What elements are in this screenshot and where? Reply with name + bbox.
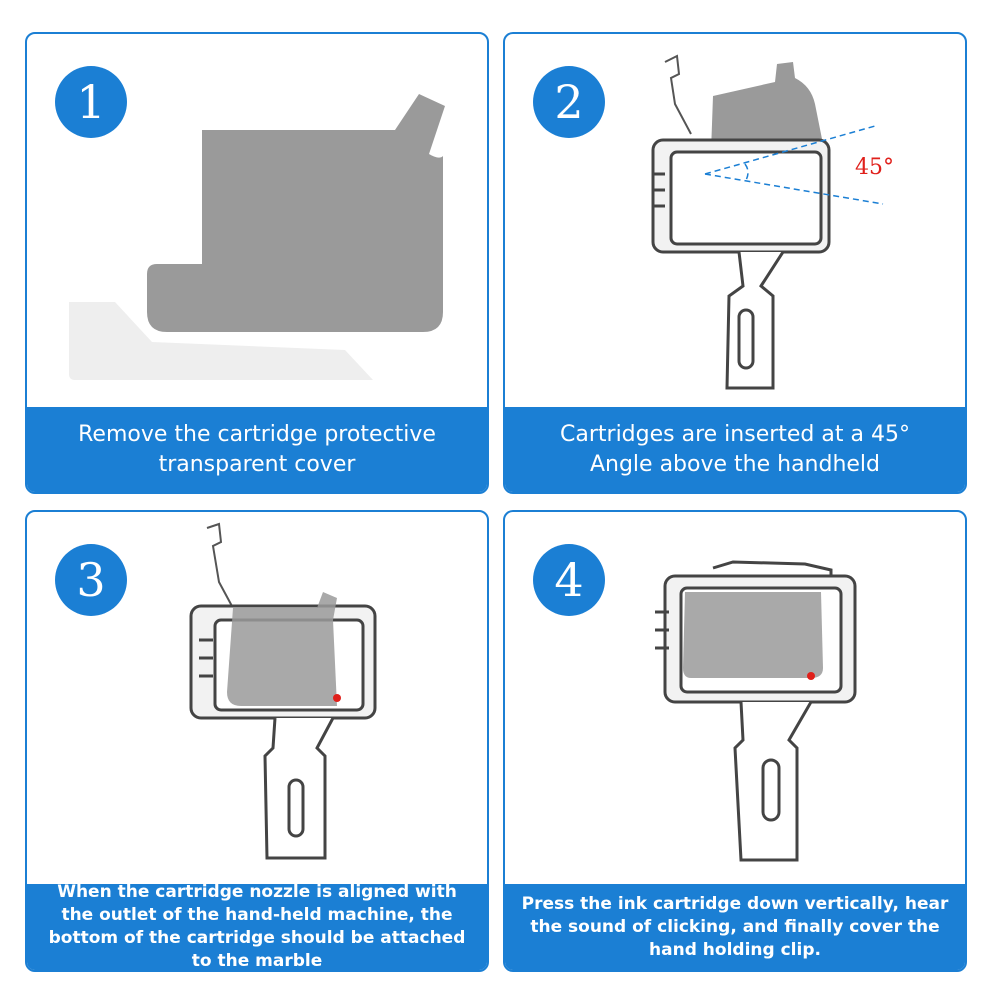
latch-wire <box>206 522 234 609</box>
step-3-caption: When the cartridge nozzle is aligned wit… <box>27 882 487 970</box>
step-2-caption: Cartridges are inserted at a 45° Angle a… <box>505 407 965 492</box>
step-number-badge: 3 <box>55 544 127 616</box>
angle-guides <box>704 125 884 205</box>
press-down-illustration <box>655 560 857 862</box>
step-number-badge: 2 <box>533 66 605 138</box>
latch-wire <box>664 54 692 135</box>
step-2-panel: 45° 2 Cartridges are inserted at a 45° A… <box>503 32 967 494</box>
step-number-badge: 1 <box>55 66 127 138</box>
nozzle-alignment-illustration <box>189 522 377 860</box>
step-number-badge: 4 <box>533 544 605 616</box>
nozzle-marker <box>333 694 341 702</box>
angle-label: 45° <box>855 155 894 180</box>
step-1-panel: 1 Remove the cartridge protective transp… <box>25 32 489 494</box>
cartridge-aligned <box>227 592 337 706</box>
angled-insertion-illustration: 45° <box>651 54 894 390</box>
transparent-cover <box>69 302 373 380</box>
step-4-panel: 4 Press the ink cartridge down verticall… <box>503 510 967 972</box>
step-4-caption: Press the ink cartridge down vertically,… <box>505 884 965 970</box>
step-3-panel: 3 When the cartridge nozzle is aligned w… <box>25 510 489 972</box>
cartridge-cover-illustration <box>69 94 445 380</box>
step-1-caption: Remove the cartridge protective transpar… <box>27 407 487 492</box>
nozzle-marker <box>807 672 815 680</box>
handheld-printer <box>651 138 831 390</box>
cartridge-body <box>147 94 445 332</box>
cartridge-seated <box>683 592 823 678</box>
